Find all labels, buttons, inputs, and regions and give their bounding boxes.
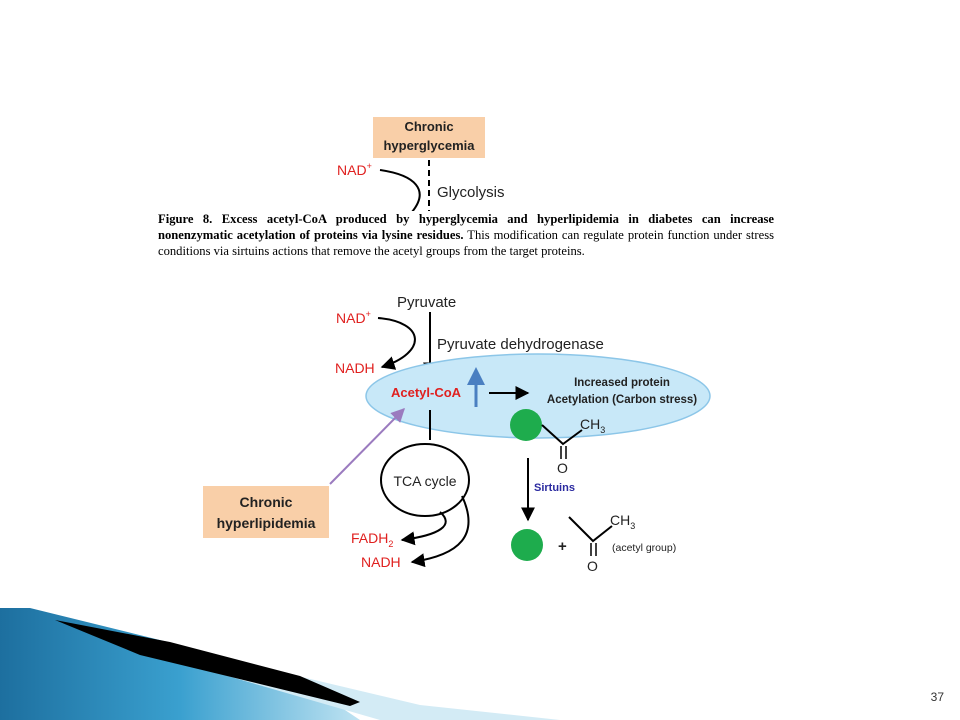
pdh-label: Pyruvate dehydrogenase — [437, 336, 604, 353]
figure-caption: Figure 8. Excess acetyl-CoA produced by … — [158, 211, 774, 285]
hyperglycemia-line1: Chronic — [404, 119, 453, 134]
tca-to-nadh-arrow — [410, 495, 470, 568]
lipid-to-acetylcoa-arrow — [329, 408, 405, 485]
tca-to-fadh-arrow — [400, 511, 447, 546]
sirtuins-label: Sirtuins — [534, 482, 575, 494]
o-bottom-label: O — [587, 558, 598, 574]
acetyl-group-bonds — [568, 516, 613, 543]
nad-to-nadh-arrow — [377, 317, 416, 370]
increased-protein-label: Increased protein — [574, 377, 670, 389]
o-top-label: O — [557, 460, 568, 476]
page-number: 37 — [930, 690, 944, 704]
nad-top-curve — [379, 169, 421, 213]
hyperlipidemia-box — [203, 486, 329, 538]
ch3-top-label: CH3 — [580, 416, 605, 435]
caption-bold: Figure 8. Excess acetyl-CoA produced by … — [158, 212, 774, 242]
acetylcoa-label: Acetyl-CoA — [391, 385, 462, 400]
nadh-bottom-label: NADH — [361, 554, 401, 570]
glycolysis-label: Glycolysis — [437, 184, 505, 201]
hyperglycemia-box — [373, 117, 485, 158]
footer-swoosh-light — [90, 630, 560, 720]
acetylated-protein-circle — [510, 409, 542, 441]
footer-swoosh-black — [55, 620, 360, 706]
hyperlipidemia-line2: hyperlipidemia — [217, 515, 316, 531]
nadh-mid-label: NADH — [335, 360, 375, 376]
acetyl-group-label: (acetyl group) — [612, 542, 676, 554]
hyperglycemia-line2: hyperglycemia — [383, 138, 475, 153]
tca-cycle-label: TCA cycle — [393, 473, 456, 489]
pyruvate-label: Pyruvate — [397, 294, 456, 311]
deacetylated-protein-circle — [511, 529, 543, 561]
caption-normal: This modification can regulate protein f… — [158, 228, 774, 258]
tca-cycle-circle — [380, 443, 470, 517]
nad-top-label: NAD+ — [337, 161, 372, 178]
carbon-stress-ellipse — [365, 353, 711, 439]
acetyl-bond-top — [541, 424, 583, 446]
ch3-bottom-label: CH3 — [610, 512, 635, 531]
acetylation-label: Acetylation (Carbon stress) — [547, 394, 697, 406]
nad-mid-label: NAD+ — [336, 309, 371, 326]
fadh2-label: FADH2 — [351, 530, 393, 549]
plus-sign: + — [558, 538, 567, 555]
hyperlipidemia-line1: Chronic — [240, 494, 293, 510]
